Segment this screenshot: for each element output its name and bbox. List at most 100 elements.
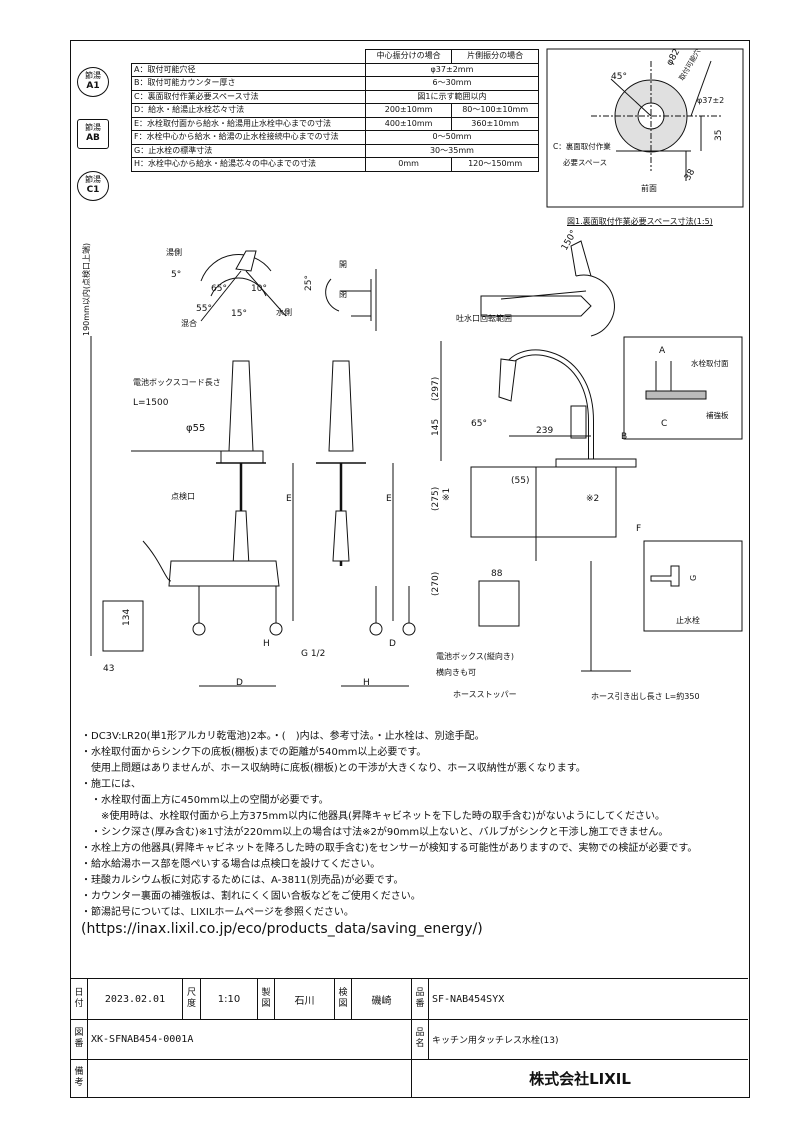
lever-a65: 65° — [211, 284, 227, 294]
side-battery-box: 電池ボックス(縦向き) — [436, 651, 514, 661]
fig1-hole-space: 45° φ82 取付可能穴 φ37±2 C：裏面取付作業 必要スペース 前面 3… — [546, 47, 744, 208]
part-label: 品番 — [412, 979, 429, 1019]
side-valve: 止水栓 — [676, 615, 700, 625]
side-horiz: 横向きも可 — [436, 667, 476, 677]
side-a: A — [659, 346, 666, 356]
side-star2: ※2 — [586, 494, 599, 504]
col-center-header: 中心振分けの場合 — [364, 49, 453, 64]
front-view: 190mm以内(点検口上端) 電池ボックスコード長さ L=1500 φ55 点検… — [81, 243, 325, 688]
front-d43: 43 — [103, 664, 114, 674]
front-g12: G 1/2 — [301, 649, 325, 659]
lever-mix: 混合 — [181, 318, 197, 328]
technical-drawings: 45° φ82 取付可能穴 φ37±2 C：裏面取付作業 必要スペース 前面 3… — [81, 47, 744, 701]
note-line: ※使用時は、水栓取付面から上方375mm以内に他器具(昇降キャビネットを下した時… — [81, 811, 665, 822]
dwg-label: 図番 — [71, 1019, 88, 1059]
check-label: 検図 — [335, 979, 352, 1019]
side-view: (297) 145 239 (55) (275) ※1 ※2 (270) 65°… — [431, 336, 743, 701]
note-line: ・珪酸カルシウム板に対応するためには、A-3811(別売品)が必要です。 — [81, 875, 404, 886]
side-d297: (297) — [431, 377, 441, 401]
svg-text:E: E — [386, 494, 392, 504]
spout-a150: 150° — [560, 229, 580, 253]
lever-angle-view: 湯側 水側 混合 5° 65° 10° 55° 15° — [166, 247, 292, 328]
fig1-space-label-2: 必要スペース — [563, 157, 607, 167]
front-side-dim: 190mm以内(点検口上端) — [81, 243, 91, 336]
note-line: ・シンク深さ(厚み含む)※1寸法が220mm以上の場合は寸法※2が90mm以上な… — [81, 827, 669, 838]
spout-rotation-view: 吐水口回転範囲 150° — [456, 229, 615, 337]
scale-value: 1:10 — [201, 979, 258, 1019]
note-line: ・水栓取付面からシンク下の底板(棚板)までの距離が540mm以上必要です。 — [81, 747, 427, 758]
drawn-value: 石川 — [275, 979, 335, 1019]
lever-hot: 湯側 — [166, 247, 182, 257]
side-a65: 65° — [471, 419, 487, 429]
cord-len: L=1500 — [133, 398, 169, 408]
side-f: F — [636, 524, 641, 534]
lever-a10: 10° — [251, 284, 267, 294]
handle-open: 開 — [339, 260, 347, 269]
front-h: H — [263, 639, 270, 649]
part-value: SF-NAB454SYX — [432, 993, 505, 1005]
date-label: 日付 — [71, 979, 88, 1019]
note-line: 使用上問題はありませんが、ホース収納時に底板(棚板)との干渉が大きくなり、ホース… — [81, 763, 586, 774]
fig1-dim-35: 35 — [714, 130, 724, 141]
note-line: ・水栓上方の他器具(昇降キャビネットを降ろした時の取手含む)をセンサーが検知する… — [81, 843, 698, 854]
side-g: G — [689, 575, 698, 581]
fig1-dia-outer: φ82 — [665, 47, 682, 67]
checker-value: 磯崎 — [352, 979, 412, 1019]
svg-text:D: D — [389, 639, 396, 649]
fig1-caption: 図1.裏面取付作業必要スペース寸法(1:5) — [567, 217, 713, 226]
date-value: 2023.02.01 — [88, 979, 183, 1019]
front-h134: 134 — [122, 609, 132, 626]
handle-a25: 25° — [304, 275, 314, 291]
note-line: ・DC3V:LR20(単1形アルカリ乾電池)2本。・( )内は、参考寸法。・止水… — [81, 731, 485, 742]
side-d239: 239 — [536, 426, 553, 436]
side-stopper: ホースストッパー — [453, 690, 517, 699]
cord-label: 電池ボックスコード長さ — [133, 377, 221, 387]
fig1-dim-38: 38 — [683, 167, 698, 182]
front-e: E — [286, 494, 292, 504]
name-label: 品名 — [412, 1019, 429, 1059]
note-label: 備考 — [71, 1059, 88, 1097]
front-phi55: φ55 — [186, 423, 205, 434]
side-d270: (270) — [431, 572, 441, 596]
company-name: 株式会社LIXIL — [529, 1069, 631, 1088]
note-line: ・給水給湯ホース部を隠ぺいする場合は点検口を設けてください。 — [81, 859, 381, 870]
drawn-label: 製図 — [258, 979, 275, 1019]
side-d275: (275) — [431, 487, 441, 511]
spout-caption: 吐水口回転範囲 — [456, 313, 512, 323]
name-value: キッチン用タッチレス水栓(13) — [432, 1035, 559, 1046]
handle-close: 閉 — [339, 290, 347, 299]
dwg-value: XK-SFNAB454-0001A — [88, 1019, 412, 1059]
handle-open-close-view: 開 閉 25° — [304, 260, 377, 331]
fig1-space-label-1: C：裏面取付作業 — [553, 141, 611, 151]
title-block: 日付 2023.02.01 尺度 1:10 製図 石川 検図 磯崎 品番 SF-… — [71, 978, 748, 1099]
lever-a55: 55° — [196, 304, 212, 314]
note-line: ・カウンター裏面の補強板は、割れにくく固い合板などをご使用ください。 — [81, 891, 421, 902]
note-line: ・水栓取付面上方に450mm以上の空間が必要です。 — [81, 795, 329, 806]
lever-cold: 水側 — [276, 307, 292, 317]
note-line: ・節湯記号については、LIXILホームページを参照ください。 — [81, 907, 354, 918]
note-url: (https://inax.lixil.co.jp/eco/products_d… — [81, 921, 483, 937]
side-mount-face: 水栓取付面 — [691, 358, 729, 368]
side-d145: 145 — [431, 419, 441, 436]
front-view-2: E D H — [316, 360, 416, 688]
col-side-header: 片側振分の場合 — [451, 49, 539, 64]
lever-a15: 15° — [231, 309, 247, 319]
fig1-angle: 45° — [611, 72, 627, 82]
side-c: C — [661, 419, 667, 429]
side-plate: 補強板 — [706, 410, 729, 420]
lever-a5: 5° — [171, 270, 181, 280]
svg-text:H: H — [363, 678, 370, 688]
side-box-w: 88 — [491, 569, 503, 579]
fig1-hole-dia: φ37±2 — [697, 96, 724, 105]
front-check: 点検口 — [171, 491, 195, 501]
note-line: ・施工には、 — [81, 779, 141, 790]
scale-label: 尺度 — [183, 979, 201, 1019]
notes: ・DC3V:LR20(単1形アルカリ乾電池)2本。・( )内は、参考寸法。・止水… — [81, 729, 746, 937]
